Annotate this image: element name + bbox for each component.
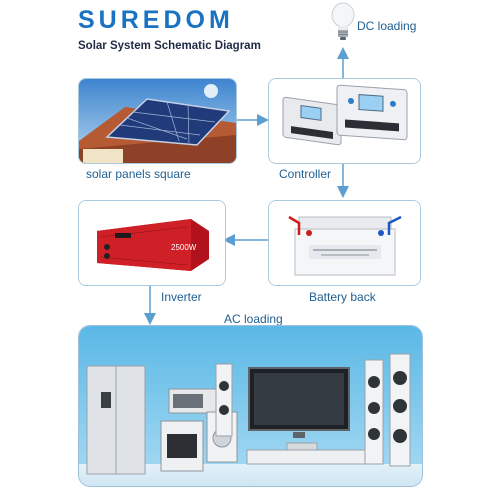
appliances-illustration (79, 326, 422, 486)
solar-panels-label: solar panels square (86, 167, 191, 181)
battery-box (268, 200, 421, 286)
battery-illustration (269, 201, 420, 285)
controller-illustration (269, 79, 420, 163)
light-bulb-icon (330, 2, 356, 46)
dc-loading-label: DC loading (357, 19, 417, 33)
controller-label: Controller (279, 167, 332, 181)
inverter-box: 2500W (78, 200, 226, 286)
ac-loading-label: AC loading (224, 312, 283, 326)
diagram-subtitle: Solar System Schematic Diagram (78, 40, 261, 52)
inverter-label: Inverter (161, 290, 202, 304)
controller-box (268, 78, 421, 164)
brand-title: SUREDOM (78, 6, 234, 34)
inverter-illustration: 2500W (79, 201, 225, 285)
inverter-rating-text: 2500W (171, 243, 197, 252)
solar-panels-box (78, 78, 237, 164)
battery-label: Battery back (309, 290, 376, 304)
solar-house-illustration (79, 79, 236, 163)
ac-appliances-box (78, 325, 423, 487)
